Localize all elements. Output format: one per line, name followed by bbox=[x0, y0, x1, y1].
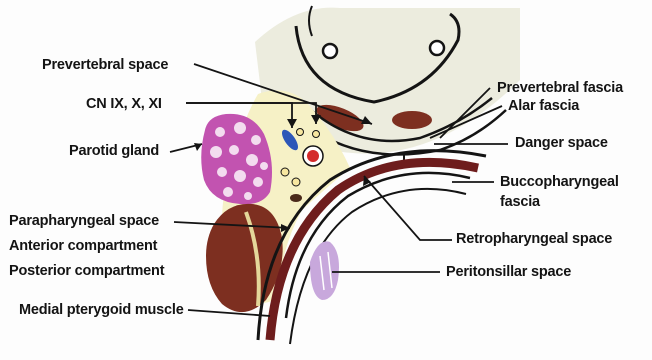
label-medial-pterygoid-muscle: Medial pterygoid muscle bbox=[19, 302, 184, 319]
label-prevertebral-fascia: Prevertebral fascia bbox=[497, 80, 623, 97]
label-peritonsillar-space: Peritonsillar space bbox=[446, 264, 571, 281]
tonsil-shape bbox=[310, 241, 339, 300]
label-buccopharyngeal-line2: fascia bbox=[500, 194, 540, 211]
label-danger-space: Danger space bbox=[515, 135, 608, 152]
label-prevertebral-space: Prevertebral space bbox=[42, 57, 168, 74]
label-anterior-compartment: Anterior compartment bbox=[9, 238, 157, 255]
label-posterior-compartment: Posterior compartment bbox=[9, 263, 164, 280]
right-foramen bbox=[430, 41, 444, 55]
label-alar-fascia: Alar fascia bbox=[508, 98, 579, 115]
label-retropharyngeal-space: Retropharyngeal space bbox=[456, 231, 612, 248]
left-foramen bbox=[323, 44, 337, 58]
label-parapharyngeal-space: Parapharyngeal space bbox=[9, 213, 159, 230]
label-buccopharyngeal-line1: Buccopharyngeal bbox=[500, 174, 619, 191]
prevertebral-muscle-right bbox=[392, 111, 432, 129]
label-cranial-nerves: CN IX, X, XI bbox=[86, 96, 162, 113]
label-parotid-gland: Parotid gland bbox=[69, 143, 159, 160]
